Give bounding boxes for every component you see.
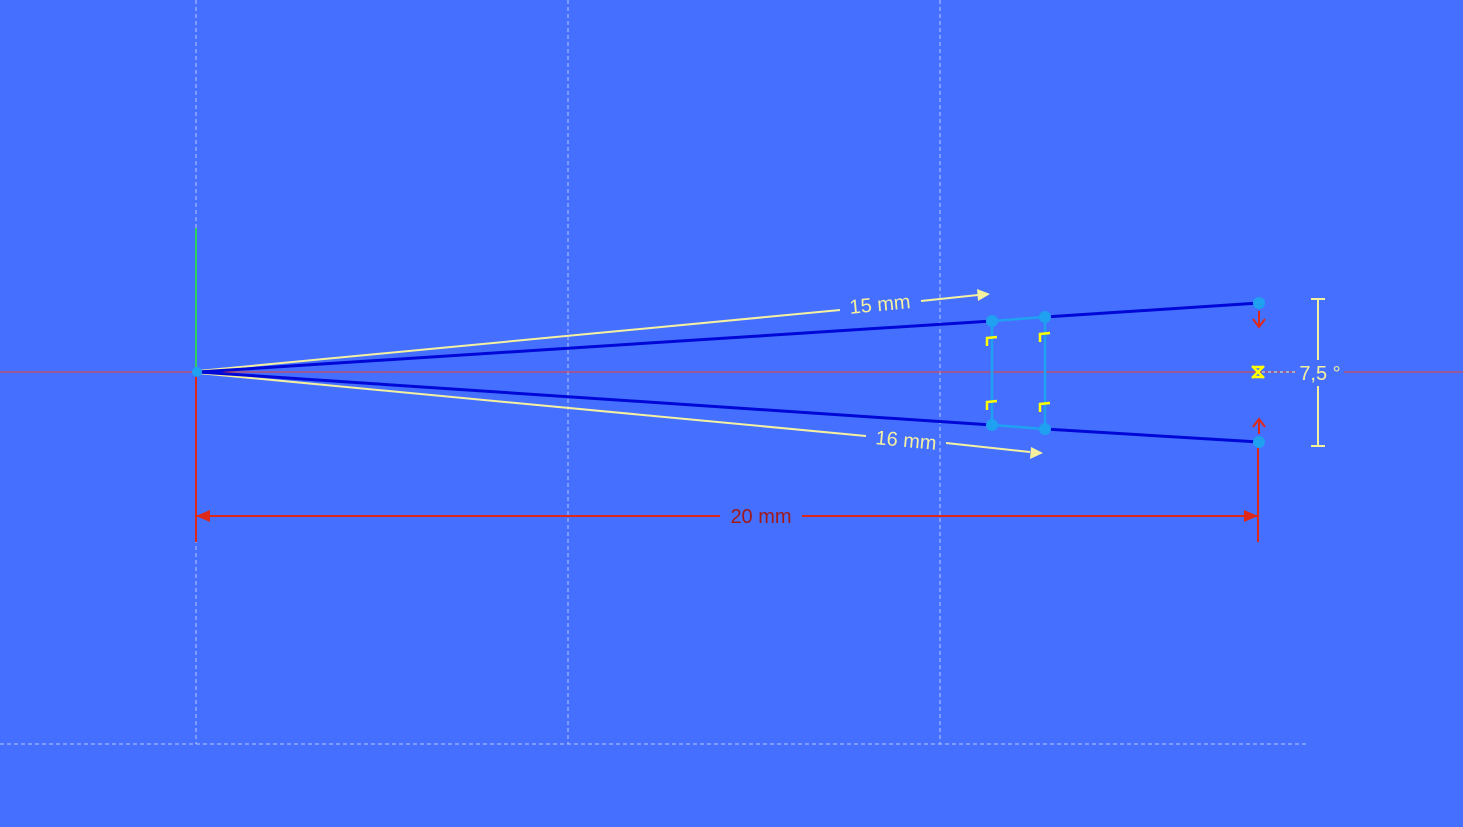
angle-label-background [1296, 360, 1344, 386]
vertex-point[interactable] [1253, 297, 1265, 309]
selected-edge[interactable] [991, 315, 1046, 323]
dimension-line [197, 372, 867, 437]
arrow-down-head [1252, 318, 1266, 329]
lower-edge-line[interactable] [1044, 427, 1260, 444]
perpendicular-constraints[interactable] [985, 331, 1265, 412]
selected-edge[interactable] [991, 423, 1046, 431]
upper-edge-line[interactable] [1044, 301, 1260, 319]
arrowhead [977, 289, 990, 301]
direction-arrows [1252, 311, 1266, 434]
perpendicular-constraint-icon[interactable] [985, 399, 998, 410]
vertex-point[interactable] [1253, 436, 1265, 448]
perpendicular-constraint-icon[interactable] [985, 335, 998, 346]
arrow-up-head [1252, 417, 1266, 428]
horizontal-distance-dimension[interactable]: 20 mm [195, 372, 1259, 542]
sketch-geometry[interactable] [197, 301, 1260, 444]
dimension-line [197, 309, 841, 372]
arrowhead-right [1244, 510, 1258, 522]
upper-edge-line[interactable] [197, 319, 993, 374]
arrowhead [1030, 447, 1043, 459]
symmetric-constraint-icon[interactable] [1251, 365, 1265, 379]
horizontal-distance-label[interactable]: 20 mm [730, 506, 791, 528]
perpendicular-constraint-icon[interactable] [1038, 331, 1051, 342]
perpendicular-constraint-icon[interactable] [1038, 401, 1051, 412]
arrowhead-left [196, 510, 210, 522]
lower-edge-line[interactable] [197, 370, 993, 427]
vertex-point[interactable] [986, 419, 998, 431]
angle-dimension[interactable]: 7,5 ° [1262, 298, 1344, 447]
angle-label[interactable]: 7,5 ° [1299, 363, 1340, 385]
vertex-point[interactable] [1039, 311, 1051, 323]
dimension-line [920, 294, 979, 302]
vertex-point[interactable] [986, 315, 998, 327]
origin-point[interactable] [192, 367, 202, 377]
dimension-line [945, 442, 1031, 453]
vertex-point[interactable] [1039, 423, 1051, 435]
sketch-vertices[interactable] [192, 297, 1265, 448]
lower-length-dimension[interactable]: 16 mm [197, 372, 1043, 459]
